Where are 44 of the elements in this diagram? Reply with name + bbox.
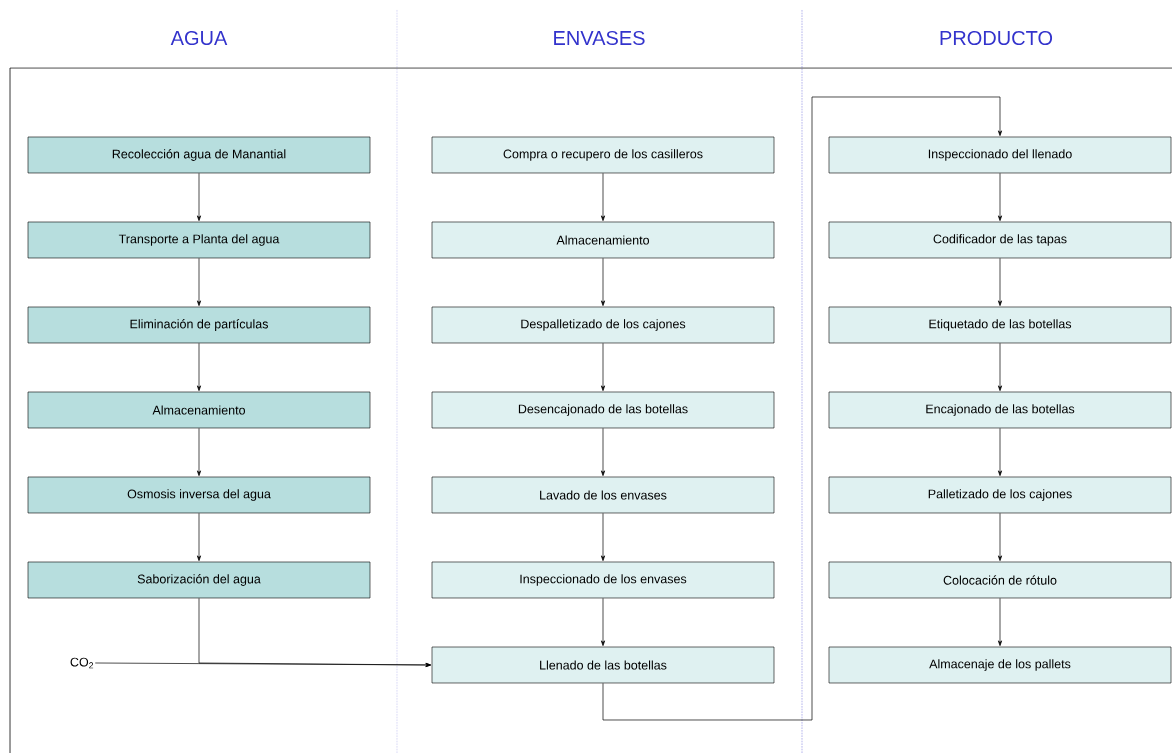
- arrow: [196, 342, 202, 391]
- process-box: Osmosis inversa del agua: [27, 476, 371, 514]
- column-heading: PRODUCTO: [940, 30, 1053, 46]
- column-heading: AGUA: [170, 30, 228, 46]
- arrow: [196, 257, 202, 306]
- arrow: [196, 172, 202, 221]
- process-box: Encajonado de las botellas: [828, 391, 1172, 429]
- arrow: [600, 257, 606, 306]
- process-box: Almacenamiento: [431, 221, 775, 259]
- arrow: [997, 427, 1003, 476]
- arrow: [94, 662, 432, 668]
- arrow: [997, 257, 1003, 306]
- arrow: [997, 342, 1003, 391]
- column-heading: ENVASES: [554, 30, 645, 46]
- process-box: Eliminación de partículas: [27, 306, 371, 344]
- arrow: [997, 172, 1003, 221]
- process-box: Palletizado de los cajones: [828, 476, 1172, 514]
- process-box: Colocación de rótulo: [828, 561, 1172, 599]
- process-box: Despalletizado de los cajones: [431, 306, 775, 344]
- process-box: Etiquetado de las botellas: [828, 306, 1172, 344]
- arrow: [198, 597, 432, 667]
- arrow: [602, 96, 1003, 721]
- arrow: [196, 427, 202, 476]
- input-label: CO$_{2}$: [70, 657, 94, 669]
- arrow: [600, 342, 606, 391]
- arrow: [600, 512, 606, 561]
- process-box: Saborización del agua: [27, 561, 371, 599]
- process-box: Llenado de las botellas: [431, 646, 775, 684]
- process-box: Inspeccionado del llenado: [828, 136, 1172, 174]
- process-box: Codificador de las tapas: [828, 221, 1172, 259]
- arrow: [600, 172, 606, 221]
- process-box: Inspeccionado de los envases: [431, 561, 775, 599]
- arrow: [600, 597, 606, 646]
- arrow: [997, 597, 1003, 646]
- arrow: [997, 512, 1003, 561]
- process-box: Desencajonado de las botellas: [431, 391, 775, 429]
- arrow: [196, 512, 202, 561]
- process-box: Lavado de los envases: [431, 476, 775, 514]
- process-box: Almacenaje de los pallets: [828, 646, 1172, 684]
- process-box: Almacenamiento: [27, 391, 371, 429]
- arrow: [600, 427, 606, 476]
- process-box: Compra o recupero de los casilleros: [431, 136, 775, 174]
- process-box: Recolección agua de Manantial: [27, 136, 371, 174]
- process-box: Transporte a Planta del agua: [27, 221, 371, 259]
